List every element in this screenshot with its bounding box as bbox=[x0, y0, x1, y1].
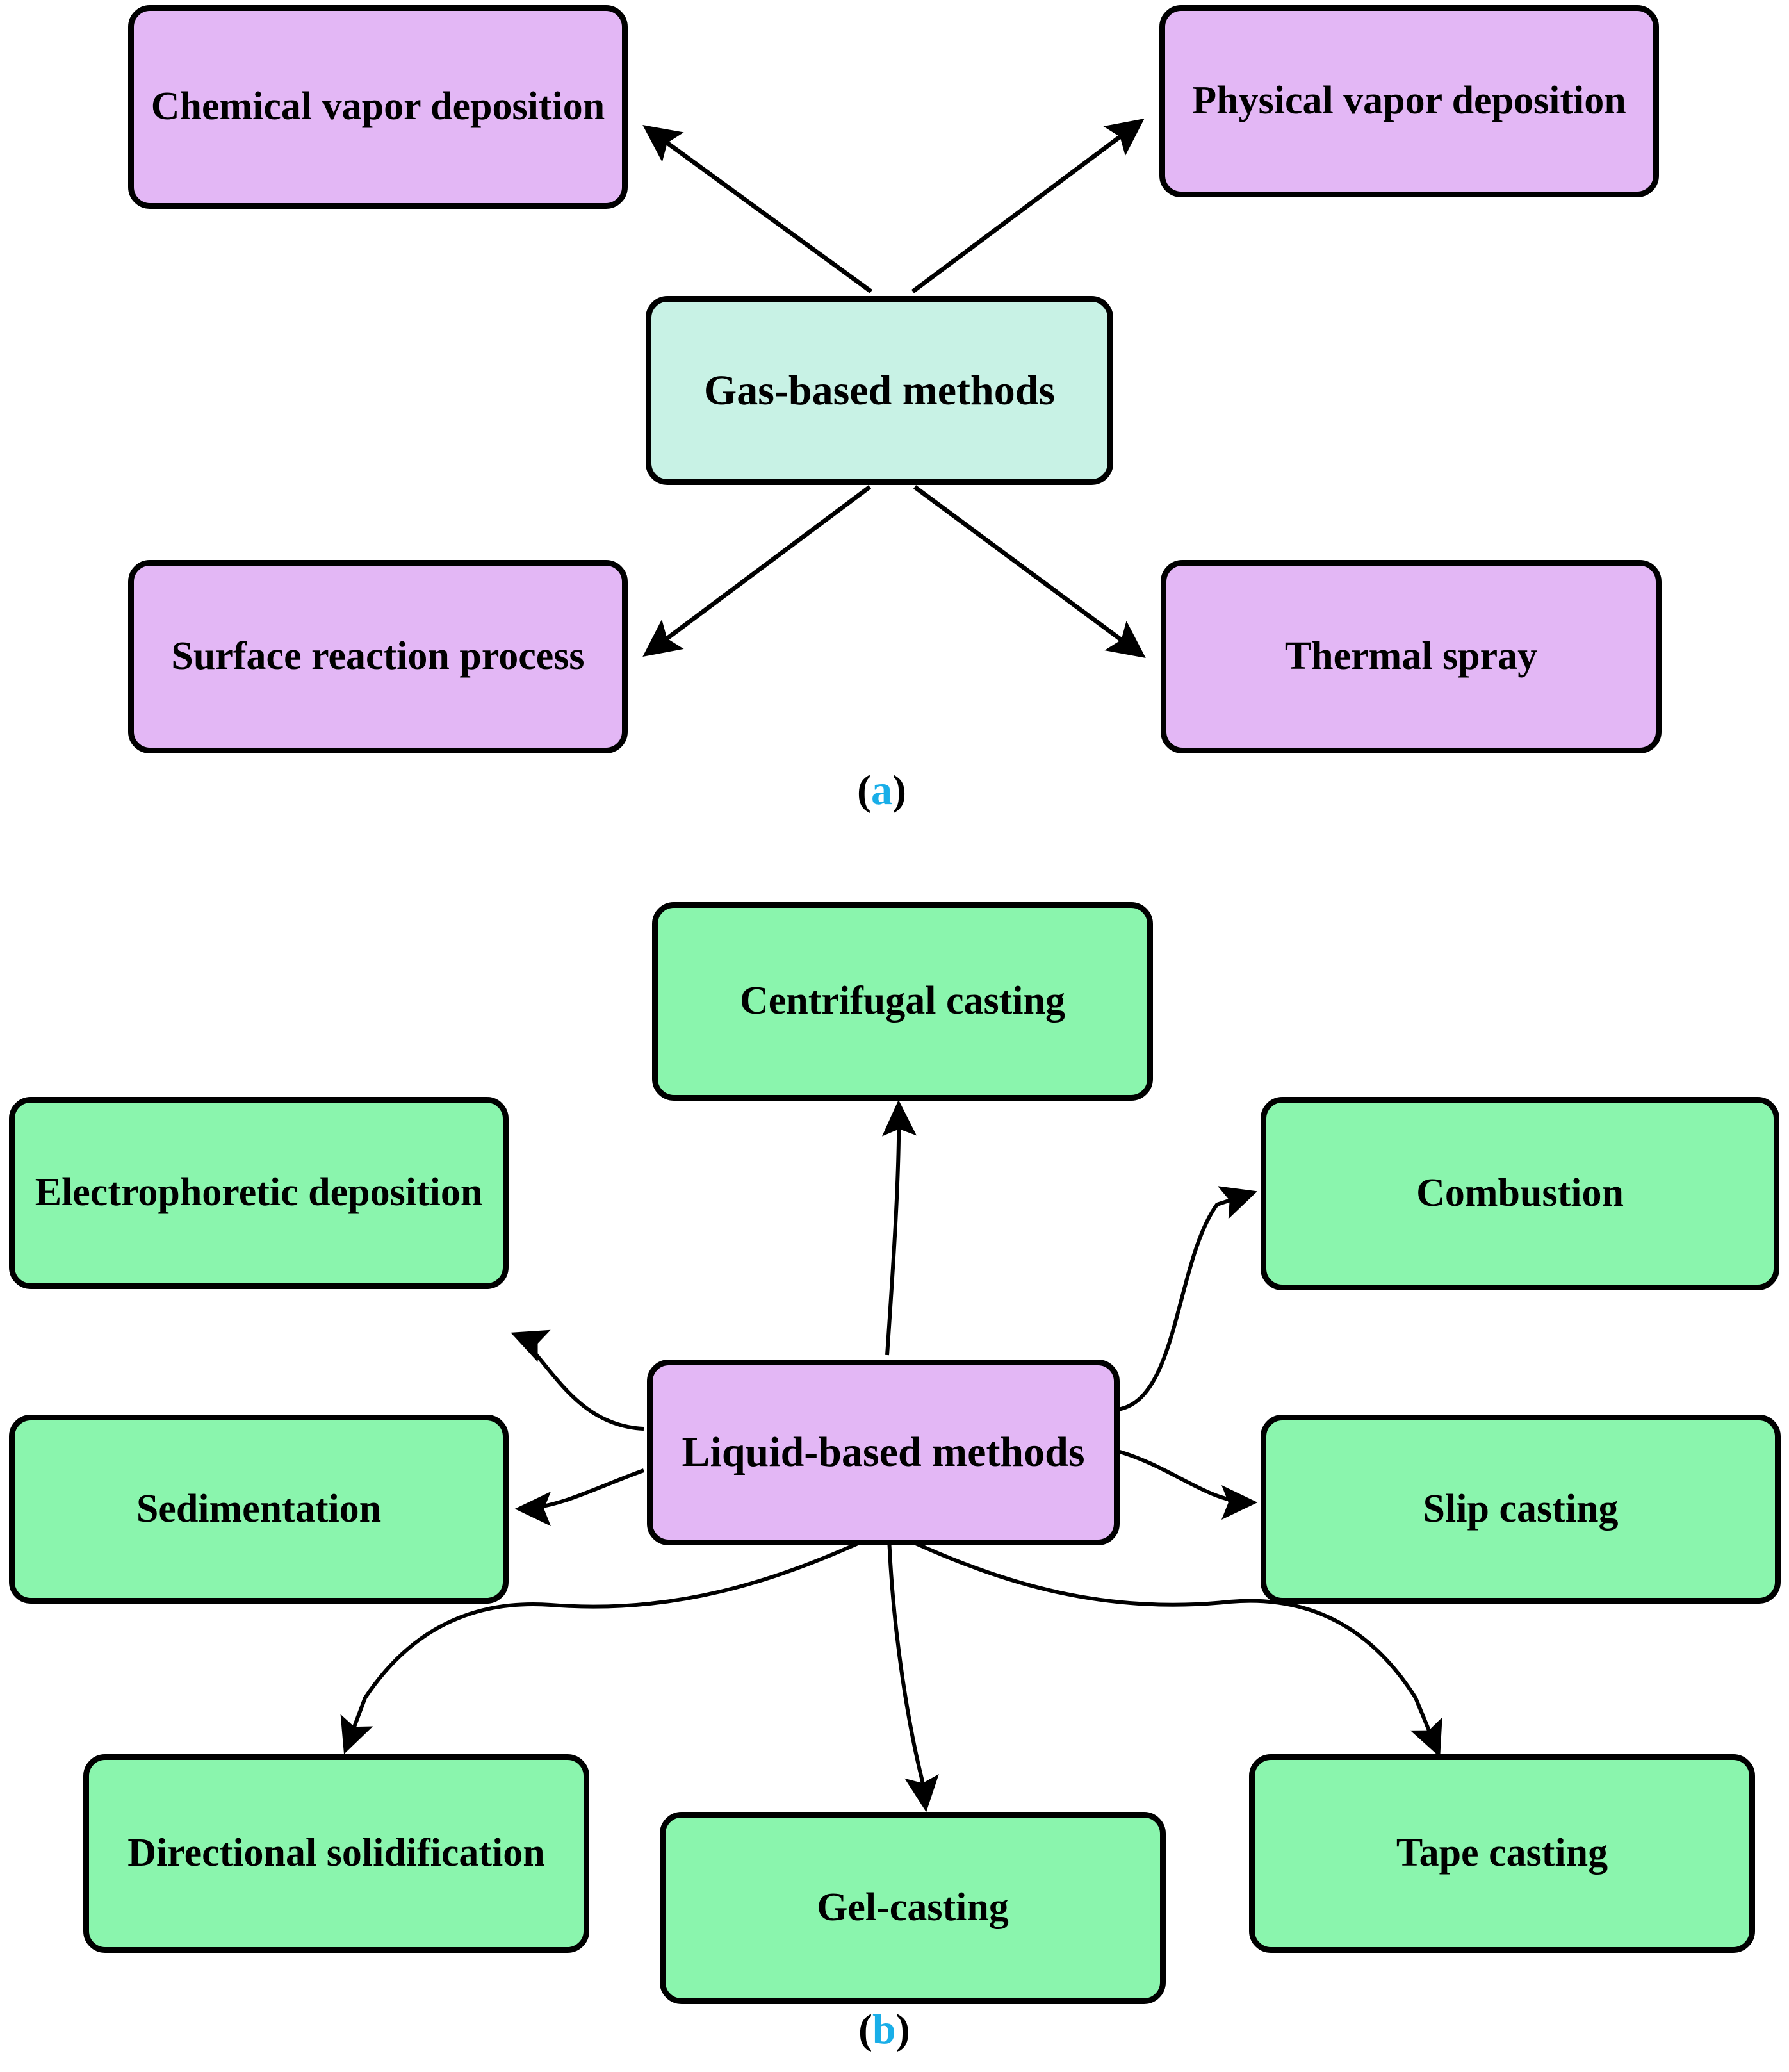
node-label: Slip casting bbox=[1423, 1486, 1619, 1531]
arrow-liquid-to-tape bbox=[902, 1536, 1442, 1757]
node-label: Physical vapor deposition bbox=[1192, 79, 1626, 123]
caption-paren-open: ( bbox=[858, 2006, 872, 2053]
node-sedimentation[interactable]: Sedimentation bbox=[9, 1415, 509, 1604]
node-centrifugal-casting[interactable]: Centrifugal casting bbox=[652, 902, 1153, 1101]
caption-paren-close: ) bbox=[892, 767, 906, 814]
node-label: Chemical vapor deposition bbox=[151, 85, 605, 129]
node-label: Liquid-based methods bbox=[682, 1429, 1085, 1476]
panel-a-caption: (a) bbox=[857, 766, 906, 815]
node-label: Sedimentation bbox=[136, 1486, 382, 1531]
arrow-liquid-to-sedimentation bbox=[514, 1468, 645, 1526]
node-label: Thermal spray bbox=[1284, 634, 1538, 678]
node-label: Gel-casting bbox=[817, 1886, 1009, 1930]
node-gas-based-methods[interactable]: Gas-based methods bbox=[646, 296, 1113, 485]
arrow-gas-to-pvd bbox=[911, 118, 1145, 293]
panel-a-arrows bbox=[642, 118, 1146, 658]
node-surface-reaction-process[interactable]: Surface reaction process bbox=[128, 560, 628, 753]
node-label: Directional solidification bbox=[127, 1831, 545, 1875]
node-liquid-based-methods[interactable]: Liquid-based methods bbox=[647, 1360, 1120, 1545]
caption-letter: a bbox=[870, 767, 892, 814]
node-label: Centrifugal casting bbox=[739, 979, 1066, 1023]
caption-paren-open: ( bbox=[857, 767, 871, 814]
arrow-gas-to-srp bbox=[642, 485, 872, 657]
node-label: Combustion bbox=[1416, 1171, 1624, 1215]
caption-paren-close: ) bbox=[895, 2006, 910, 2053]
node-combustion[interactable]: Combustion bbox=[1261, 1097, 1779, 1290]
node-label: Gas-based methods bbox=[703, 366, 1056, 414]
node-directional-solidification[interactable]: Directional solidification bbox=[83, 1754, 589, 1953]
arrow-liquid-to-centrifugal bbox=[882, 1099, 917, 1356]
node-label: Electrophoretic deposition bbox=[35, 1171, 483, 1215]
arrow-liquid-to-electrophoretic bbox=[511, 1329, 644, 1431]
panel-b-arrows bbox=[340, 1099, 1442, 1813]
arrow-liquid-to-slip bbox=[1117, 1449, 1258, 1520]
arrow-gas-to-cvd bbox=[642, 125, 873, 293]
node-physical-vapor-deposition[interactable]: Physical vapor deposition bbox=[1159, 5, 1659, 197]
node-gel-casting[interactable]: Gel-casting bbox=[660, 1812, 1166, 2004]
node-chemical-vapor-deposition[interactable]: Chemical vapor deposition bbox=[128, 5, 628, 209]
node-label: Tape casting bbox=[1396, 1831, 1608, 1875]
arrow-liquid-to-combustion bbox=[1117, 1186, 1257, 1411]
node-thermal-spray[interactable]: Thermal spray bbox=[1161, 560, 1662, 753]
arrow-liquid-to-directional bbox=[340, 1533, 879, 1754]
node-slip-casting[interactable]: Slip casting bbox=[1261, 1415, 1781, 1604]
node-electrophoretic-deposition[interactable]: Electrophoretic deposition bbox=[9, 1097, 509, 1289]
arrow-gas-to-ts bbox=[913, 485, 1146, 658]
arrow-liquid-to-gel bbox=[887, 1537, 939, 1813]
caption-letter: b bbox=[872, 2006, 896, 2053]
node-tape-casting[interactable]: Tape casting bbox=[1249, 1754, 1755, 1953]
node-label: Surface reaction process bbox=[171, 634, 585, 678]
panel-b-caption: (b) bbox=[858, 2005, 910, 2054]
